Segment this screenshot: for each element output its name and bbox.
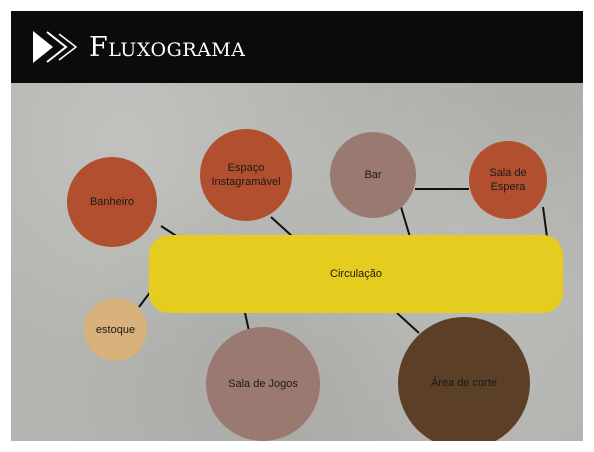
connector-espera-circulacao xyxy=(542,206,548,238)
node-banheiro: Banheiro xyxy=(67,157,157,247)
node-label: Sala de Jogos xyxy=(228,378,298,390)
connector-espaco-circulacao xyxy=(270,216,294,238)
header-bar: Fluxograma xyxy=(11,11,583,83)
connector-corte-circulacao xyxy=(396,312,420,334)
node-area-de-corte: Área de corte xyxy=(398,317,530,441)
node-label: Área de corte xyxy=(430,377,498,389)
node-estoque: estoque xyxy=(84,298,147,361)
flowchart-slide: Fluxograma Circulação Banheiro Espaço In… xyxy=(11,11,583,441)
page-title: Fluxograma xyxy=(89,32,246,63)
node-bar: Bar xyxy=(330,132,416,218)
node-espaco-instagramavel: Espaço Instagramável xyxy=(200,129,292,221)
node-label: Espaço Instagramável xyxy=(211,162,281,188)
node-sala-de-jogos: Sala de Jogos xyxy=(206,327,320,441)
node-sala-de-espera: Sala de Espera xyxy=(469,141,547,219)
double-chevron-right-icon xyxy=(33,31,78,63)
node-label: Banheiro xyxy=(89,196,135,208)
node-label: Bar xyxy=(364,169,382,181)
node-label: estoque xyxy=(95,323,136,336)
hub-circulacao: Circulação xyxy=(149,235,563,313)
connector-bar-circulacao xyxy=(400,206,411,238)
node-label: Sala de Espera xyxy=(489,167,527,193)
